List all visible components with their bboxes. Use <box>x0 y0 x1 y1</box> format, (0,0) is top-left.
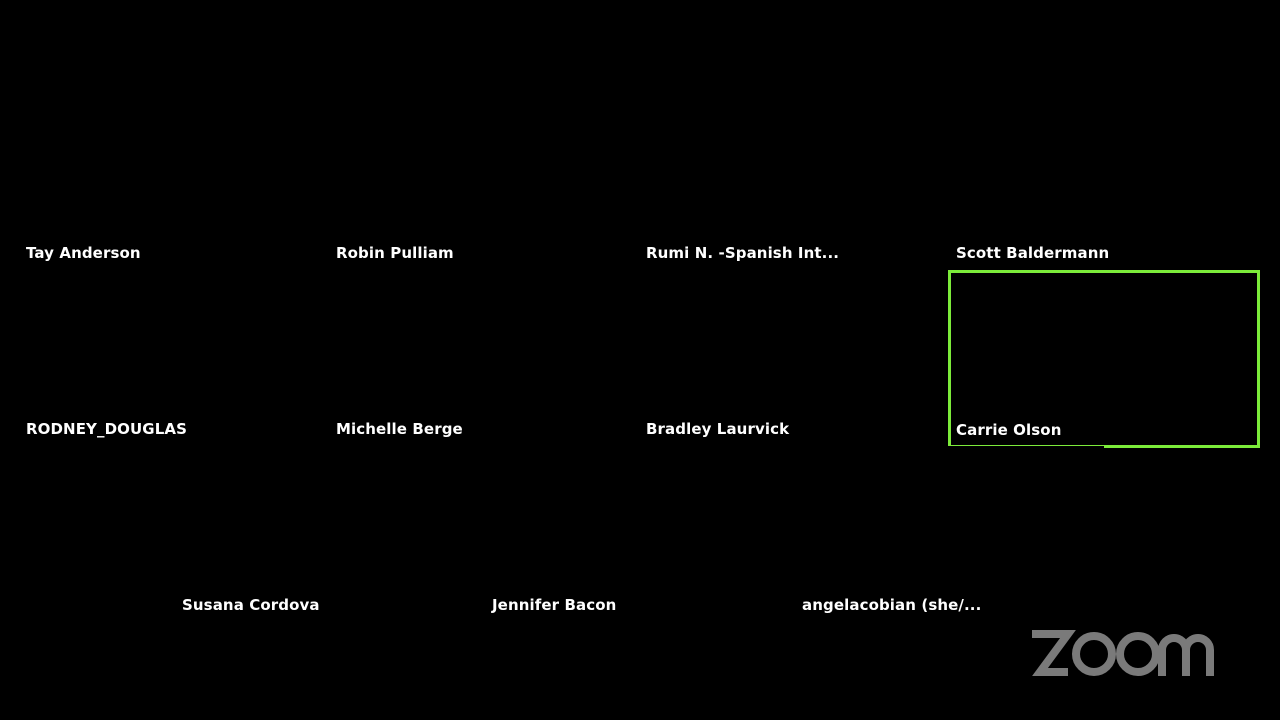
participant-name: RODNEY_DOUGLAS <box>26 420 187 438</box>
participant-name: Jennifer Bacon <box>492 596 617 614</box>
participant-tile[interactable]: Tay Anderson <box>18 94 328 270</box>
participant-tile[interactable]: Scott Baldermann <box>948 94 1258 270</box>
participant-tile[interactable]: angelacobian (she/... <box>794 446 1104 622</box>
participant-name: Michelle Berge <box>336 420 463 438</box>
participant-tile[interactable]: Susana Cordova <box>174 446 484 622</box>
participant-tile[interactable]: Bradley Laurvick <box>638 270 948 446</box>
participant-name: Susana Cordova <box>182 596 320 614</box>
participant-name: Carrie Olson <box>956 421 1062 439</box>
participant-name: Robin Pulliam <box>336 244 454 262</box>
participant-name: Bradley Laurvick <box>646 420 790 438</box>
zoom-logo-svg: zoom <box>1028 624 1214 676</box>
participant-tile[interactable]: RODNEY_DOUGLAS <box>18 270 328 446</box>
participant-name: angelacobian (she/... <box>802 596 982 614</box>
participant-name: Rumi N. -Spanish Int... <box>646 244 840 262</box>
zoom-logo: zoom <box>1028 624 1228 684</box>
participant-tile[interactable]: Robin Pulliam <box>328 94 638 270</box>
participant-name: Tay Anderson <box>26 244 141 262</box>
participant-name: Scott Baldermann <box>956 244 1110 262</box>
participant-tile[interactable]: Michelle Berge <box>328 270 638 446</box>
participant-tile-active-speaker[interactable]: Carrie Olson <box>948 270 1260 448</box>
zoom-logo-text: zoom <box>1028 624 1031 625</box>
participant-tile[interactable]: Jennifer Bacon <box>484 446 794 622</box>
participant-tile[interactable]: Rumi N. -Spanish Int... <box>638 94 948 270</box>
